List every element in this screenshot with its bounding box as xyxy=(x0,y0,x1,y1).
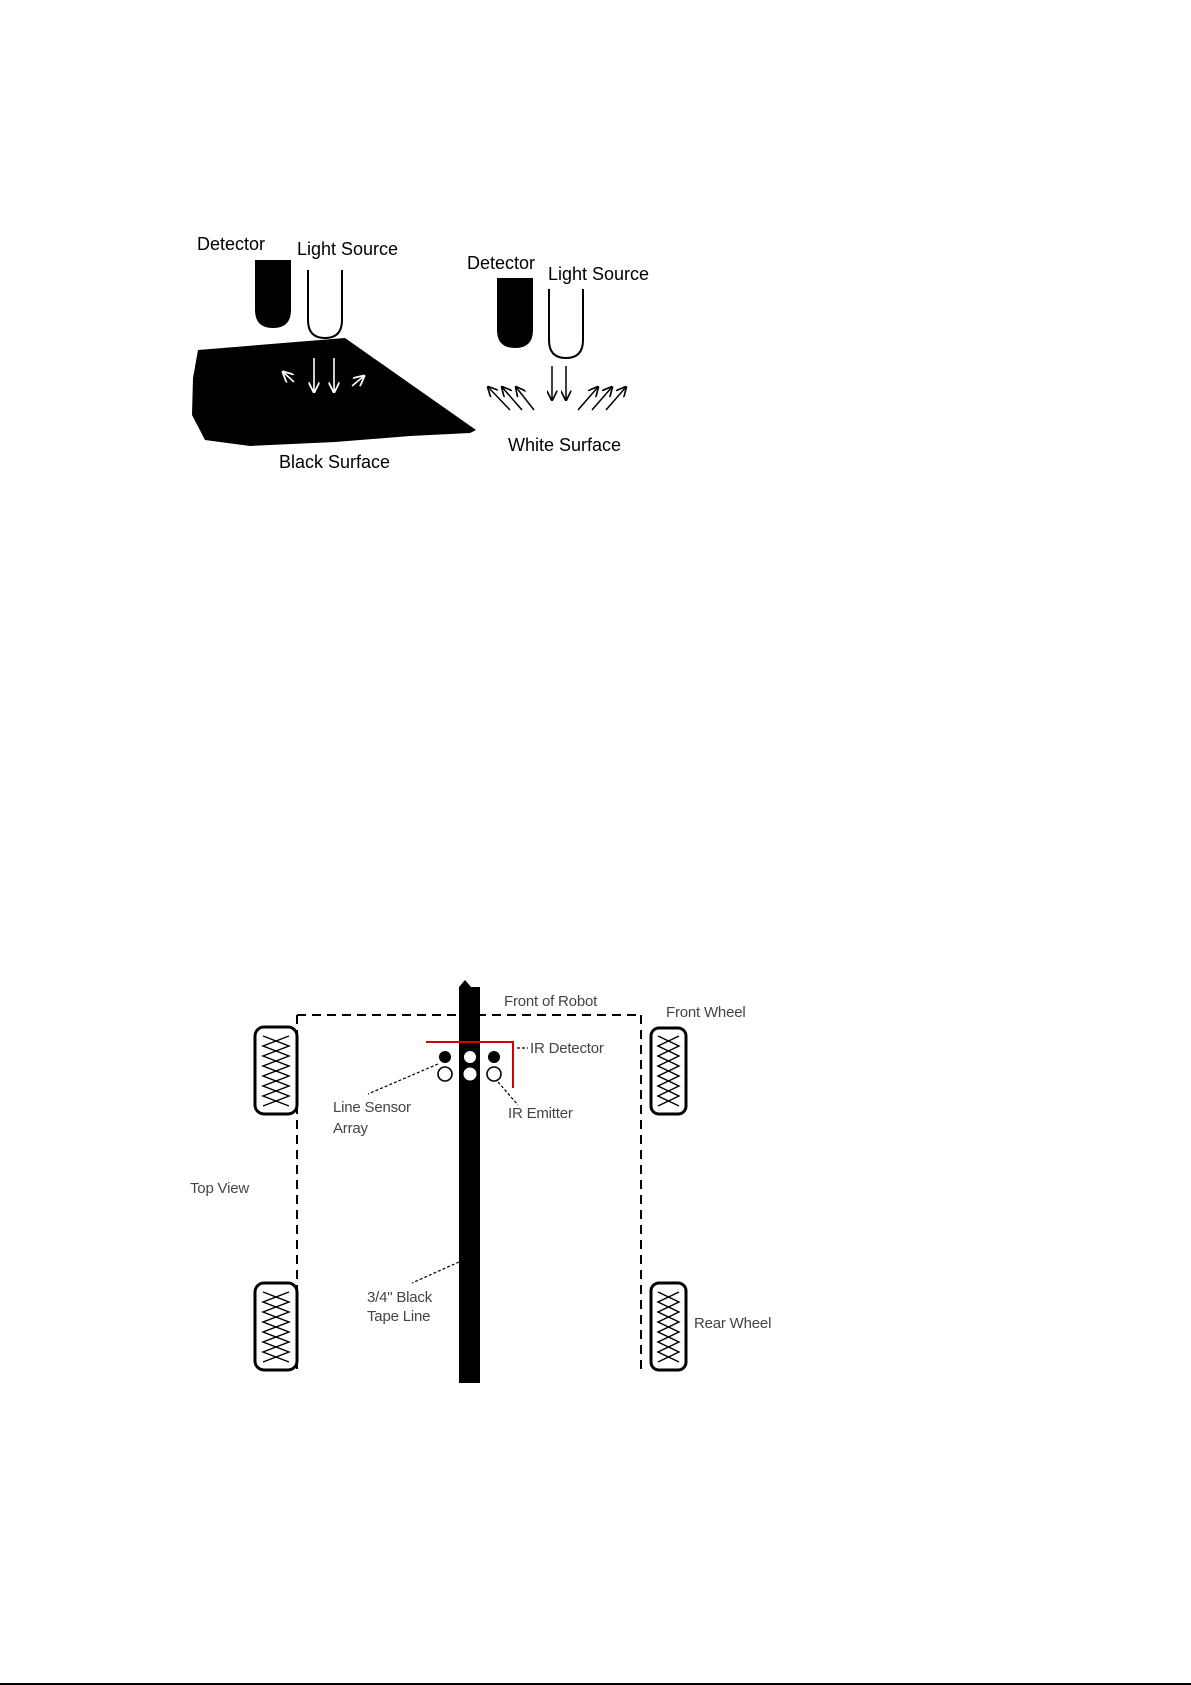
rear-left-wheel xyxy=(255,1283,297,1370)
tape-line-label-line2: Tape Line xyxy=(367,1309,430,1324)
black-tape-line xyxy=(459,987,480,1383)
ir-emitter-2 xyxy=(438,1067,452,1081)
line-sensor-array-label-line2: Array xyxy=(333,1121,368,1136)
front-left-wheel xyxy=(255,1027,297,1114)
ir-detector-1 xyxy=(439,1051,451,1063)
tape-line-label-line1: 3/4" Black xyxy=(367,1290,432,1305)
ir-detector-2 xyxy=(488,1051,500,1063)
line-sensor-array-label-line1: Line Sensor xyxy=(333,1100,411,1115)
ir-emitter-label: IR Emitter xyxy=(508,1106,573,1121)
top-view-label: Top View xyxy=(190,1181,249,1196)
rear-right-wheel xyxy=(651,1283,686,1370)
ir-detector-label: IR Detector xyxy=(530,1041,604,1056)
ir-emitter-3 xyxy=(487,1067,501,1081)
front-of-robot-label: Front of Robot xyxy=(504,994,597,1009)
front-wheel-label: Front Wheel xyxy=(666,1005,746,1020)
ir-detector-3 xyxy=(464,1068,476,1080)
ir-emitter-1 xyxy=(463,1050,477,1064)
leader-lines xyxy=(368,1048,528,1283)
rear-wheel-label: Rear Wheel xyxy=(694,1316,771,1331)
front-right-wheel xyxy=(651,1028,686,1114)
